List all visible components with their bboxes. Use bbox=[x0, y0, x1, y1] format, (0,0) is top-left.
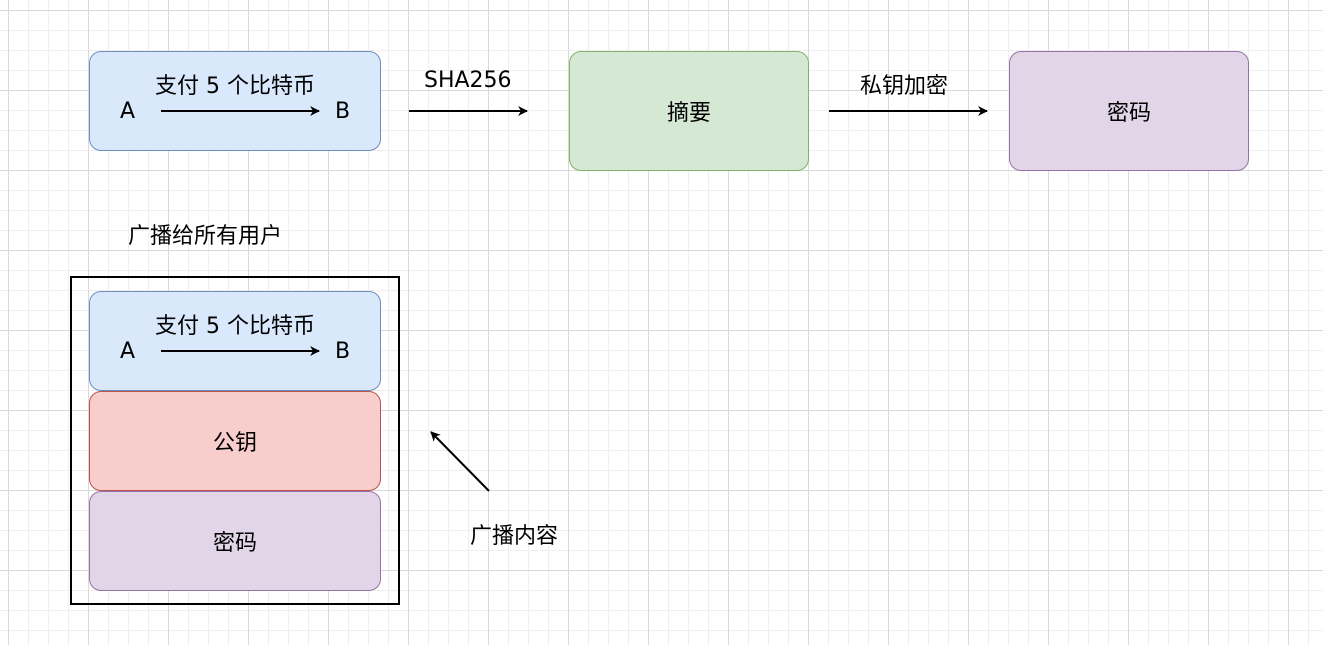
ciphertext-box[interactable]: 密码 bbox=[1009, 51, 1249, 171]
broadcast-ciphertext-box[interactable]: 密码 bbox=[89, 491, 381, 591]
broadcast-container[interactable] bbox=[70, 276, 400, 605]
public-key-box[interactable]: 公钥 bbox=[89, 391, 381, 491]
broadcast-title: 广播给所有用户 bbox=[128, 224, 283, 249]
broadcast-content-label: 广播内容 bbox=[470, 524, 559, 549]
public-key-label: 公钥 bbox=[212, 431, 257, 456]
encrypt-label: 私钥加密 bbox=[860, 74, 949, 99]
broadcast-transaction-sender: A bbox=[120, 339, 136, 364]
broadcast-ciphertext-label: 密码 bbox=[212, 531, 257, 556]
ciphertext-label: 密码 bbox=[1106, 101, 1151, 126]
transaction-box[interactable]: 支付 5 个比特币 A B bbox=[89, 51, 381, 151]
broadcast-transaction-title: 支付 5 个比特币 bbox=[155, 314, 315, 339]
digest-label: 摘要 bbox=[666, 101, 711, 126]
digest-box[interactable]: 摘要 bbox=[569, 51, 809, 171]
broadcast-content-arrow bbox=[430, 431, 490, 492]
transaction-title: 支付 5 个比特币 bbox=[155, 74, 315, 99]
broadcast-transaction-receiver: B bbox=[335, 339, 351, 364]
broadcast-transaction-box[interactable]: 支付 5 个比特币 A B bbox=[89, 291, 381, 391]
hash-label: SHA256 bbox=[424, 68, 512, 93]
transaction-receiver: B bbox=[335, 99, 351, 124]
transaction-sender: A bbox=[120, 99, 136, 124]
